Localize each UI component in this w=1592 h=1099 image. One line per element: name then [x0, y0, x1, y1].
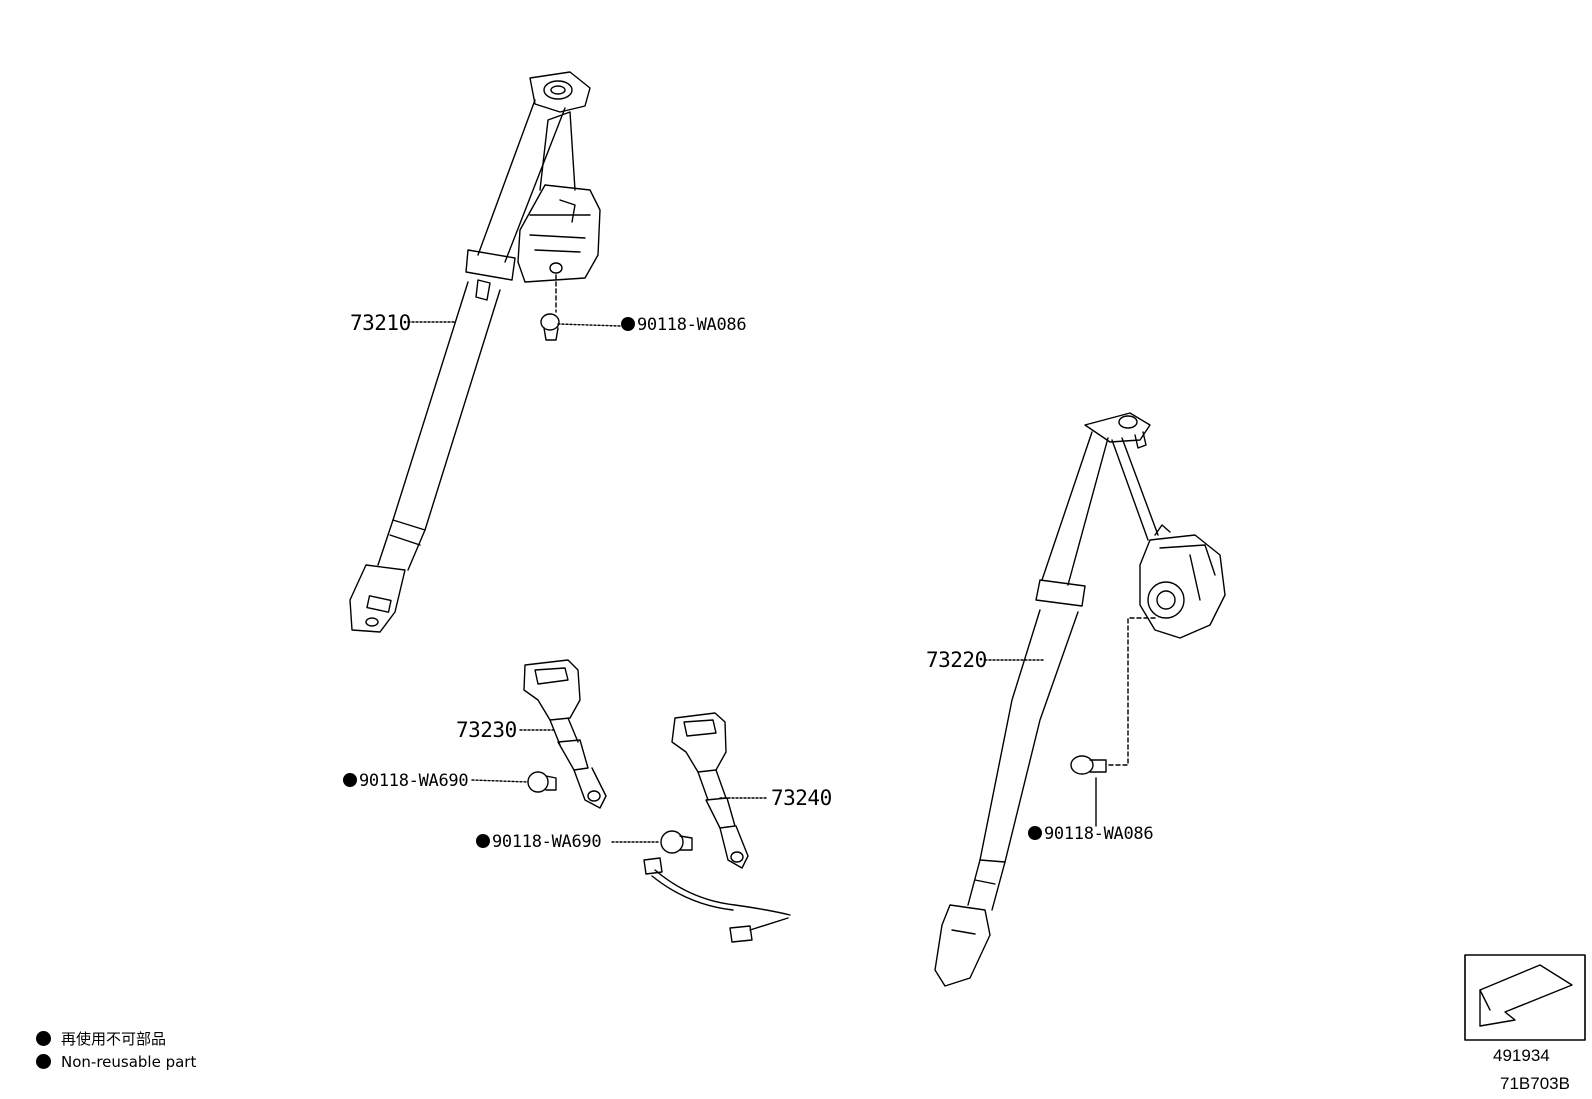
non-reusable-dot-icon [476, 834, 490, 848]
label-bolt-upper-left: 90118-WA086 [621, 317, 747, 334]
label-73210: 73210 [350, 311, 411, 335]
legend-en: Non-reusable part [36, 1053, 196, 1071]
buckle-73240 [643, 712, 791, 943]
non-reusable-dot-icon [36, 1031, 51, 1046]
buckle-73230 [523, 659, 607, 809]
non-reusable-dot-icon [1028, 826, 1042, 840]
seat-belt-73210 [349, 71, 601, 633]
label-73240: 73240 [771, 786, 832, 810]
illustration-code: 71B703B [1500, 1074, 1570, 1093]
reference-number: 491934 [1493, 1046, 1550, 1065]
non-reusable-dot-icon [343, 773, 357, 787]
legend-jp: 再使用不可部品 [36, 1028, 166, 1049]
bolt-90118-wa086-right [1070, 617, 1156, 827]
seat-belt-73220 [934, 412, 1226, 987]
label-bolt-73230: 90118-WA690 [343, 773, 469, 790]
bolt-90118-wa690-73240 [611, 830, 693, 854]
label-bolt-right: 90118-WA086 [1028, 826, 1154, 843]
orientation-box [1464, 954, 1586, 1041]
label-73230: 73230 [456, 718, 517, 742]
label-73220: 73220 [926, 648, 987, 672]
bolt-90118-wa086-upper [540, 274, 621, 341]
non-reusable-dot-icon [621, 317, 635, 331]
bolt-90118-wa690-73230 [471, 771, 557, 793]
non-reusable-dot-icon [36, 1054, 51, 1069]
label-bolt-73240: 90118-WA690 [476, 834, 602, 851]
